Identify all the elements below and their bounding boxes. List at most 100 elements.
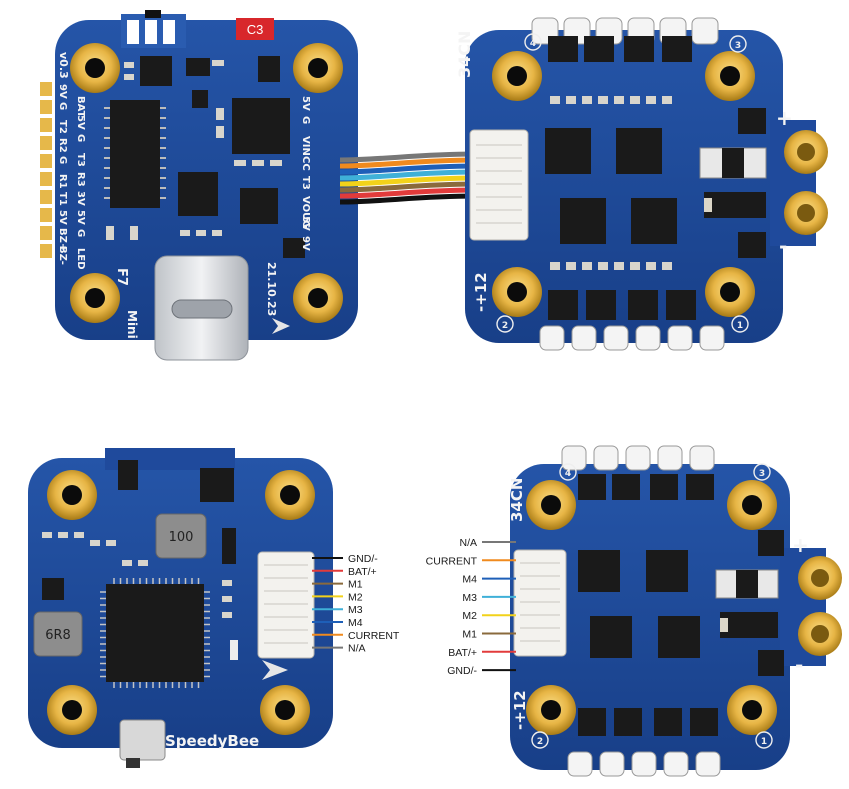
- wire-label: BAT/+: [448, 647, 477, 659]
- speedybee-logo-text: SpeedyBee: [165, 732, 259, 750]
- ribbon-wire: [339, 169, 475, 181]
- c3-label: C3: [247, 22, 264, 37]
- svg-text:2: 2: [537, 737, 543, 747]
- bfc-connector: [257, 551, 315, 659]
- inductor-100-text: 100: [169, 530, 194, 545]
- svg-text:1: 1: [761, 737, 767, 747]
- besc-cap-black: [720, 612, 778, 638]
- wire-label: N/A: [348, 643, 366, 655]
- wire-label: M1: [348, 579, 363, 591]
- regulator: [178, 172, 218, 216]
- mid-pin-label: BAT: [75, 96, 86, 118]
- wire-label: M3: [462, 592, 477, 604]
- ribbon-wire: [339, 163, 475, 175]
- right-pin-label: 5V: [300, 96, 311, 111]
- svg-text:1: 1: [737, 321, 743, 331]
- esc-bottom-pads: [539, 325, 725, 351]
- esc-minus-text: -: [779, 234, 787, 258]
- wire-label: CURRENT: [348, 630, 400, 642]
- wire-label: M4: [462, 574, 477, 586]
- esc-side-label: -+12: [472, 272, 490, 312]
- esc-mcu-4: [631, 198, 677, 244]
- besc-plus-text: +: [792, 533, 809, 557]
- wire-label: BAT/+: [348, 566, 377, 578]
- wire-label: M2: [462, 610, 477, 622]
- right-pin-label: CC: [300, 156, 311, 171]
- besc-side-label: -+12: [511, 690, 529, 730]
- esc-cap-black: [704, 192, 766, 218]
- svg-text:3: 3: [759, 469, 765, 479]
- model-f7-text: F7: [114, 268, 129, 286]
- wire-label: GND/-: [348, 553, 378, 565]
- besc-bottom-pads: [567, 751, 721, 777]
- left-pin-label: R2: [57, 138, 68, 153]
- right-pin-label: 5V: [300, 216, 311, 231]
- left-pin-label: BZ+: [57, 228, 68, 251]
- ribbon-wire: [339, 151, 475, 163]
- svg-text:4: 4: [565, 469, 571, 479]
- left-solder-pads: [40, 82, 52, 258]
- right-pin-label: VOUG: [300, 196, 311, 228]
- top-esc: + - 34CN -+12 4 3 2: [455, 17, 828, 351]
- left-pin-label: T1: [57, 192, 68, 206]
- mid-pin-label: 5V: [75, 210, 86, 225]
- model-mini-text: Mini: [125, 310, 139, 339]
- inductor-100: [155, 513, 207, 559]
- wire-label: M3: [348, 604, 363, 616]
- ribbon-wire: [339, 175, 475, 187]
- ic-small-2: [232, 98, 290, 154]
- ribbon-wire: [339, 181, 475, 193]
- left-pin-label: 5V: [57, 210, 68, 225]
- besc-top-pads: [561, 445, 715, 471]
- arrow-marker: [272, 318, 290, 334]
- mid-pin-label: G: [75, 229, 86, 237]
- mid-pin-label: T3: [75, 153, 86, 167]
- svg-text:2: 2: [502, 321, 508, 331]
- wire-label: GND/-: [447, 665, 477, 677]
- esc-mcu-3: [560, 198, 606, 244]
- left-pin-label: BZ-: [57, 246, 68, 265]
- ic-small-3: [240, 188, 278, 224]
- mid-pin-label: R3: [75, 172, 86, 187]
- mid-pin-label: 3V: [75, 191, 86, 206]
- mid-pin-label: 5V: [75, 115, 86, 130]
- ribbon-cable: [339, 151, 475, 205]
- wire-label: M2: [348, 591, 363, 603]
- left-pin-label: G: [57, 156, 68, 164]
- ribbon-wire: [339, 193, 475, 205]
- ribbon-wire: [339, 157, 475, 169]
- mid-pin-label: LED: [75, 248, 86, 270]
- svg-text:4: 4: [530, 39, 536, 49]
- esc-mcu-2: [616, 128, 662, 174]
- mid-pin-label: G: [75, 134, 86, 142]
- besc-corner-numbers: 4 3 2 1: [531, 463, 773, 749]
- besc-board: [510, 464, 790, 770]
- bfc-mcu: [106, 584, 204, 682]
- left-pin-label: 9V: [57, 84, 68, 99]
- c3-component: [236, 18, 274, 40]
- right-pin-label: T3: [300, 176, 311, 190]
- esc-board: [465, 30, 783, 343]
- left-pin-label: G: [57, 102, 68, 110]
- esc-top-pads: [531, 17, 719, 45]
- besc-connector: [513, 549, 567, 657]
- ic-small-1: [140, 56, 172, 86]
- bottom-flight-controller: 100 6R8 SpeedyBee GND/-BAT/+M1M2M3M4CURR…: [28, 448, 400, 768]
- right-pin-label: VIN: [300, 136, 311, 156]
- version-text: v0.3: [57, 52, 70, 79]
- left-pin-label: R1: [57, 174, 68, 189]
- esc-mcu-1: [545, 128, 591, 174]
- esc-label-text: 34CN: [455, 31, 474, 78]
- besc-label-text: 34CN: [508, 478, 526, 522]
- svg-text:3: 3: [735, 41, 741, 51]
- esc-corner-numbers: 4 3 2 1: [496, 33, 749, 333]
- wire-label: CURRENT: [426, 555, 478, 567]
- bottom-esc: + - 34CN -+12 4 3 2 1 N/ACURRENTM4M3M2M1…: [426, 445, 842, 777]
- esc-plus-text: +: [776, 106, 793, 130]
